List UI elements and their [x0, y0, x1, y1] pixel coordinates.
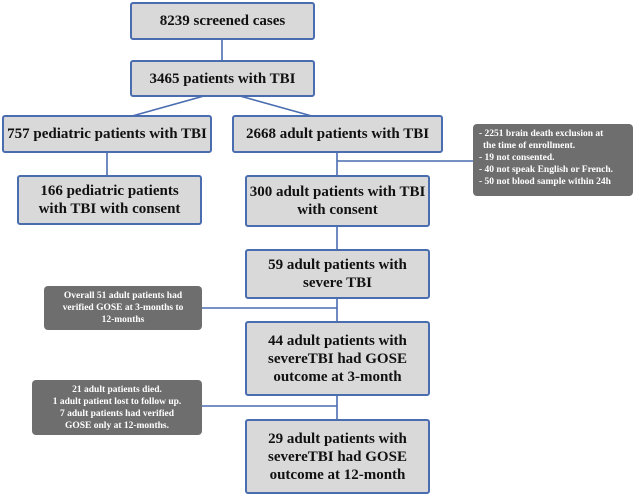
note-followup-line: 21 adult patients died. [72, 385, 162, 395]
box-pediatric-consent-line2: with TBI with consent [38, 201, 181, 217]
box-gose-12-month-line2: severeTBI had GOSE [268, 448, 407, 465]
note-overall-gose-line: Overall 51 adult patients had [63, 291, 183, 301]
box-pediatric-patients: 757 pediatric patients with TBI [2, 115, 212, 153]
box-gose-3-month-line1: 44 adult patients with [268, 332, 407, 349]
note-exclusions: - 2251 brain death exclusion at the time… [473, 124, 633, 196]
box-screened-cases-label: 8239 screened cases [159, 13, 286, 29]
box-severe-tbi: 59 adult patients with severe TBI [245, 249, 430, 299]
note-overall-gose: Overall 51 adult patients had verified G… [44, 286, 202, 330]
box-gose-3-month: 44 adult patients with severeTBI had GOS… [245, 321, 430, 396]
box-adult-patients: 2668 adult patients with TBI [232, 115, 443, 153]
note-exclusions-line: - 19 not consented. [479, 153, 555, 163]
note-followup-line: 7 adult patients had verified [59, 409, 174, 419]
note-exclusions-line: - 2251 brain death exclusion at [479, 129, 604, 139]
note-followup: 21 adult patients died. 1 adult patient … [32, 380, 202, 435]
box-gose-3-month-line3: outcome at 3-month [273, 368, 402, 385]
box-gose-12-month: 29 adult patients with severeTBI had GOS… [245, 419, 430, 494]
note-followup-line: 1 adult patient lost to follow up. [52, 397, 182, 407]
note-exclusions-line: the time of enrollment. [483, 141, 576, 151]
box-adult-consent: 300 adult patients with TBI with consent [245, 175, 430, 227]
box-pediatric-consent-line1: 166 pediatric patients [40, 183, 179, 199]
box-screened-cases: 8239 screened cases [130, 2, 315, 40]
note-exclusions-line: - 40 not speak English or French. [479, 165, 613, 175]
box-gose-3-month-line2: severeTBI had GOSE [268, 350, 407, 367]
box-severe-tbi-line1: 59 adult patients with [268, 257, 407, 273]
box-adult-consent-line2: with consent [297, 202, 378, 218]
box-adult-consent-line1: 300 adult patients with TBI [249, 184, 426, 200]
box-gose-12-month-line3: outcome at 12-month [269, 466, 406, 483]
box-pediatric-consent: 166 pediatric patients with TBI with con… [17, 175, 202, 225]
box-patients-with-tbi-label: 3465 patients with TBI [149, 70, 296, 87]
note-exclusions-line: - 50 not blood sample within 24h [479, 177, 611, 187]
box-pediatric-patients-label: 757 pediatric patients with TBI [7, 126, 207, 142]
note-overall-gose-line: 12-months [101, 315, 145, 325]
note-overall-gose-line: verified GOSE at 3-months to [62, 303, 184, 313]
box-adult-patients-label: 2668 adult patients with TBI [245, 126, 430, 142]
note-followup-line: GOSE only at 12-months. [65, 421, 169, 431]
box-gose-12-month-line1: 29 adult patients with [268, 430, 407, 447]
box-severe-tbi-line2: severe TBI [302, 275, 373, 291]
box-patients-with-tbi: 3465 patients with TBI [130, 60, 315, 97]
